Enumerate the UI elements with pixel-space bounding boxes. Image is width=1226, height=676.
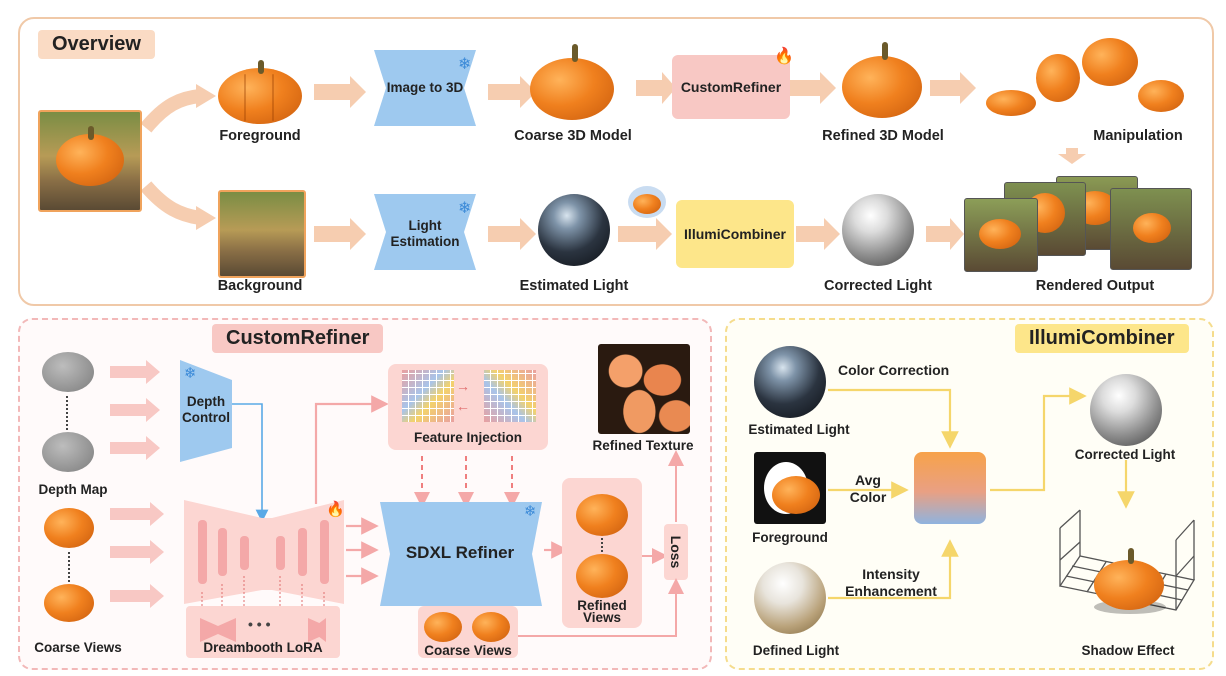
coarse-views-bottom-label: Coarse Views	[424, 643, 512, 658]
dreambooth-lora-box	[186, 606, 340, 658]
refined-view-top	[576, 494, 628, 536]
background-label: Background	[217, 278, 303, 294]
refined-views-dots	[601, 538, 603, 552]
snowflake-icon: ❄	[458, 200, 472, 217]
illumi-estimated-light-label: Estimated Light	[748, 422, 850, 437]
light-estimation-block	[374, 194, 476, 270]
defined-light-label: Defined Light	[752, 643, 840, 658]
lora-dots: • • •	[248, 616, 271, 632]
foreground-label: Foreground	[219, 128, 301, 144]
sdxl-refiner-label: SDXL Refiner	[405, 543, 515, 562]
illumi-foreground-image	[754, 452, 826, 524]
coarse-views-label: Coarse Views	[34, 640, 122, 655]
illumi-combiner-box: IllumiCombiner	[676, 200, 794, 268]
intensity-enhancement-label: Intensity Enhancement	[845, 566, 937, 599]
defined-light-sphere	[754, 562, 826, 634]
light-estimation-label: Light Estimation	[390, 218, 460, 249]
coarse-3d-model-label: Coarse 3D Model	[514, 128, 632, 144]
flame-icon: 🔥	[774, 48, 794, 65]
depth-control-label: Depth Control	[182, 394, 230, 425]
feature-swap-arrows: →←	[456, 378, 470, 414]
illumi-corrected-light-sphere	[1090, 374, 1162, 446]
image-to-3d-block	[374, 50, 476, 126]
color-correction-label: Color Correction	[838, 362, 950, 378]
refined-3d-pumpkin	[842, 42, 922, 120]
refined-3d-model-label: Refined 3D Model	[822, 128, 944, 144]
custom-refiner-box: CustomRefiner	[672, 55, 790, 119]
image-to-3d-label: Image to 3D	[386, 80, 464, 95]
illumi-combiner-title: IllumiCombiner	[1015, 324, 1189, 353]
loss-label: Loss	[668, 535, 684, 569]
estimated-light-sphere	[538, 194, 610, 266]
sdxl-refiner-block	[380, 502, 542, 606]
small-foreground-pumpkin	[628, 186, 666, 218]
coarse-views-dots	[68, 552, 70, 582]
snowflake-icon: ❄	[524, 503, 537, 520]
rendered-output-label: Rendered Output	[1035, 278, 1155, 294]
overview-arrows	[314, 72, 1086, 250]
coarse-3d-pumpkin	[530, 44, 614, 120]
depth-control-block	[180, 360, 232, 462]
foreground-pumpkin	[218, 60, 302, 126]
flame-icon: 🔥	[326, 501, 345, 518]
illumi-corrected-light-label: Corrected Light	[1074, 447, 1176, 462]
corrected-light-sphere	[842, 194, 914, 266]
corrected-light-label: Corrected Light	[824, 278, 932, 294]
feature-grid-left	[402, 370, 454, 422]
illumi-estimated-light-sphere	[754, 346, 826, 418]
illumi-foreground-label: Foreground	[752, 530, 828, 545]
coarse-view-bottom	[44, 584, 94, 622]
depth-map-dots	[66, 396, 68, 430]
unet-block	[184, 500, 344, 604]
custom-refiner-box-label: CustomRefiner	[680, 79, 782, 95]
shadow-effect-pumpkin	[1092, 548, 1166, 616]
overview-title: Overview	[38, 30, 155, 59]
avg-color-label: Avg Color	[849, 472, 887, 505]
refined-views-label: Refined Views	[577, 598, 627, 625]
loss-box	[664, 524, 688, 580]
estimated-light-label: Estimated Light	[519, 278, 629, 294]
coarse-views-bottom-pumpkin-2	[472, 612, 510, 642]
snowflake-icon: ❄	[184, 365, 197, 382]
snowflake-icon: ❄	[458, 56, 472, 73]
custom-refiner-title: CustomRefiner	[212, 324, 384, 353]
refined-texture-image	[598, 344, 690, 434]
refined-view-bottom	[576, 554, 628, 598]
dreambooth-lora-label: Dreambooth LoRA	[203, 640, 323, 655]
combiner-gradient-box	[914, 452, 986, 524]
overview-panel	[18, 17, 1214, 306]
background-image	[218, 190, 306, 278]
manipulation-pumpkins	[986, 32, 1186, 118]
rendered-output-stack	[964, 176, 1192, 272]
shadow-effect-label: Shadow Effect	[1081, 643, 1175, 658]
illumi-combiner-box-label: IllumiCombiner	[684, 226, 786, 242]
depth-map-bottom	[42, 432, 94, 472]
coarse-views-bottom-pumpkin-1	[424, 612, 462, 642]
feature-injection-label: Feature Injection	[413, 430, 523, 445]
depth-map-label: Depth Map	[38, 482, 108, 497]
manipulation-label: Manipulation	[1093, 128, 1183, 144]
refined-texture-label: Refined Texture	[592, 438, 694, 453]
feature-grid-right	[484, 370, 536, 422]
input-image	[38, 110, 142, 212]
coarse-view-top	[44, 508, 94, 548]
depth-map-top	[42, 352, 94, 392]
